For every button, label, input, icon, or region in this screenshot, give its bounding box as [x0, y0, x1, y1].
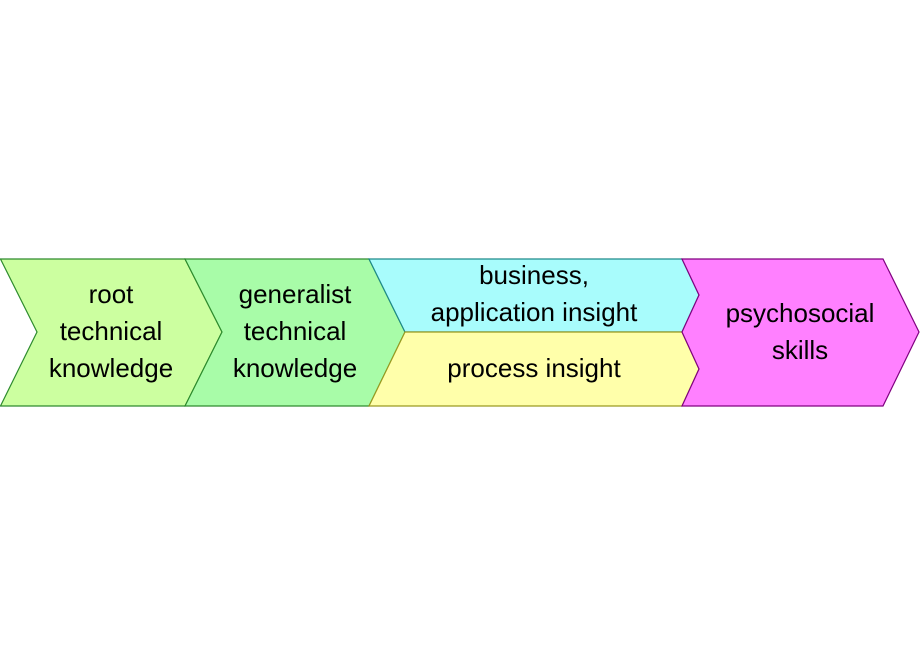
stage-psychosocial-label: psychosocial skills	[700, 295, 900, 369]
stage-business-label: business, application insight	[404, 257, 664, 331]
stage-process-label: process insight	[404, 350, 664, 387]
label-line: root	[88, 279, 134, 309]
label-line: technical	[59, 316, 163, 346]
stage-root-label: root technical knowledge	[30, 276, 192, 387]
label-line: knowledge	[48, 353, 174, 383]
label-line: skills	[771, 335, 829, 365]
label-line: knowledge	[232, 353, 358, 383]
label-line: generalist	[238, 279, 352, 309]
label-line: process insight	[447, 353, 621, 383]
label-line: technical	[243, 316, 347, 346]
label-line: psychosocial	[725, 298, 875, 328]
stage-generalist-label: generalist technical knowledge	[214, 276, 376, 387]
label-line: business,	[479, 260, 589, 290]
stage-psychosocial-shape	[681, 258, 920, 407]
label-line: application insight	[430, 297, 638, 327]
